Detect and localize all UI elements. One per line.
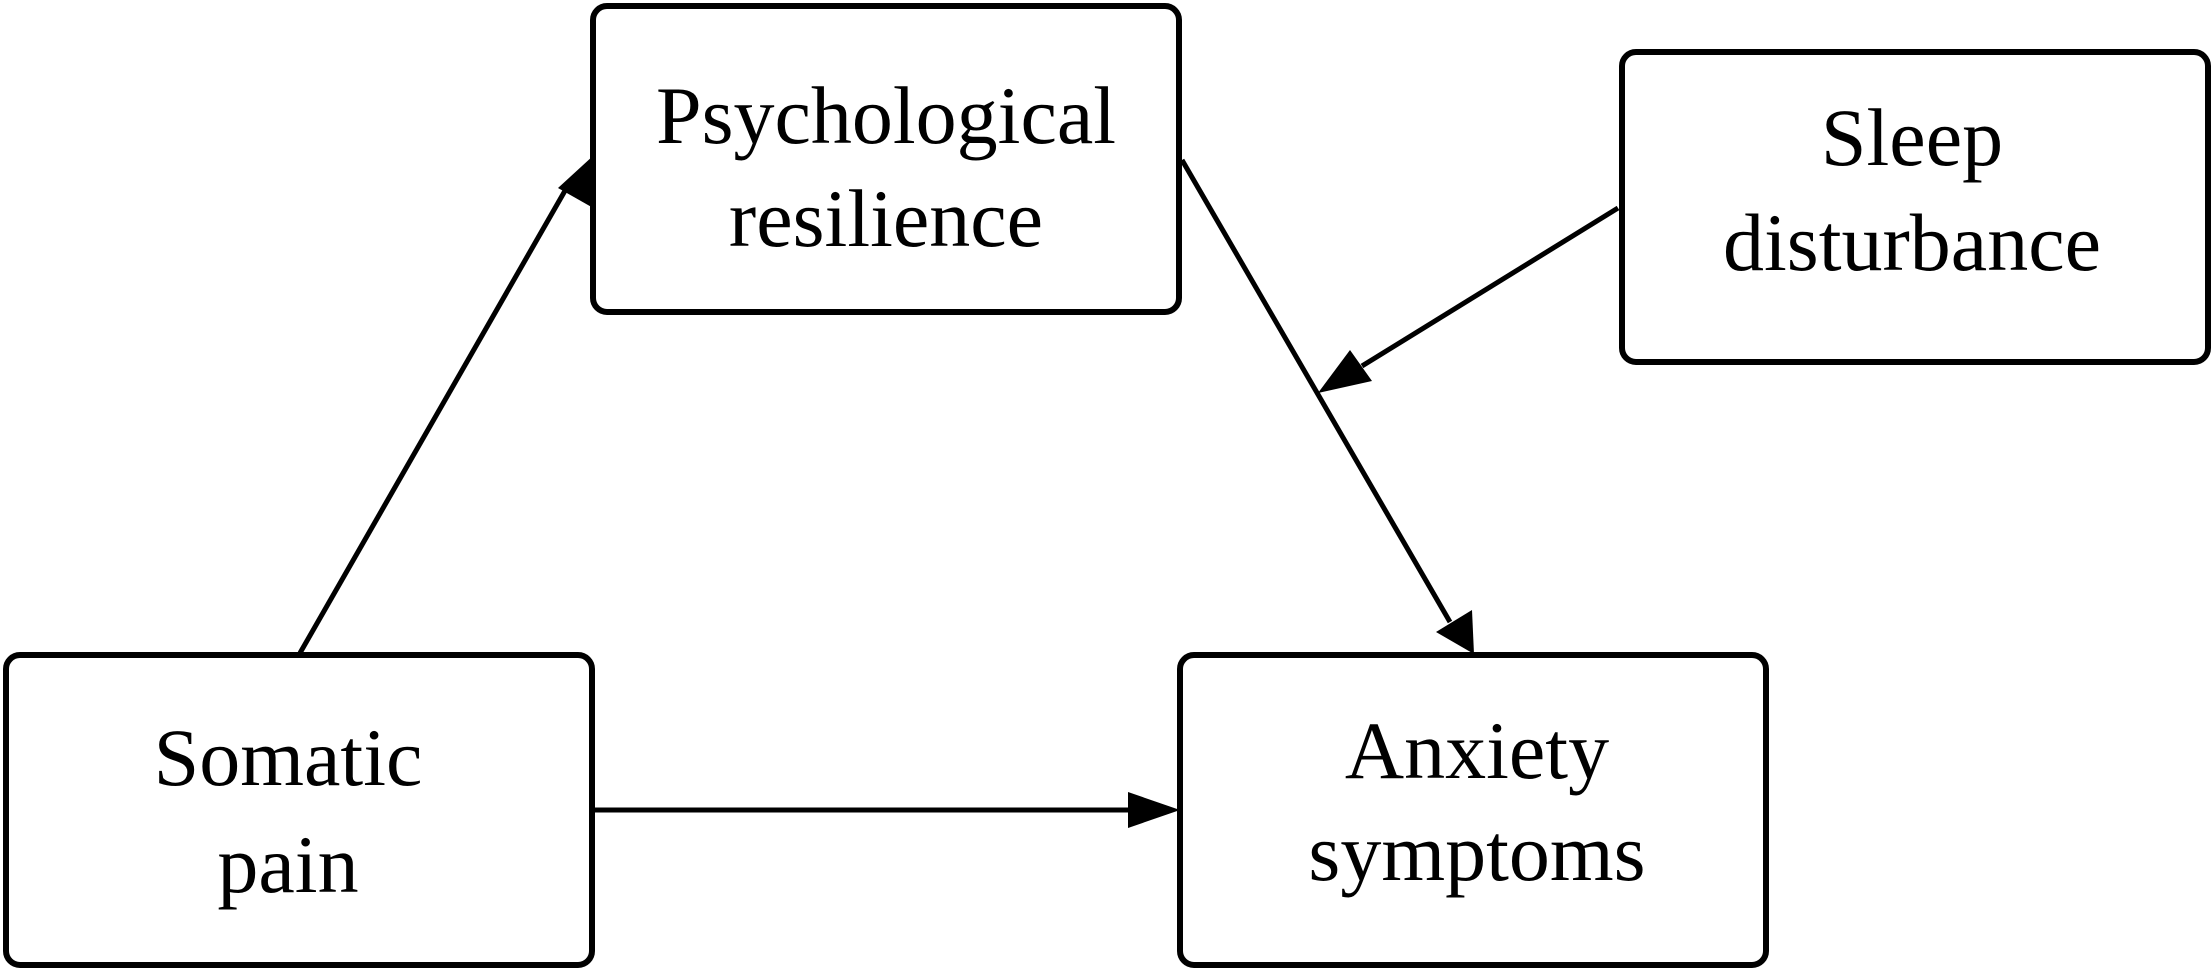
node-sleep-disturbance: Sleep disturbance	[1619, 49, 2211, 365]
edge-somatic-to-resilience	[297, 180, 573, 655]
arrowhead-sleep-to-path	[1318, 350, 1372, 393]
node-psychological-resilience: Psychological resilience	[590, 3, 1182, 315]
arrowhead-somatic-to-resilience	[558, 155, 595, 209]
node-anxiety-symptoms: Anxiety symptoms	[1177, 652, 1769, 968]
edge-resilience-to-anxiety	[1179, 158, 1453, 624]
node-label-line1: Sleep	[1821, 92, 2003, 183]
node-box	[590, 3, 1182, 315]
node-label-line2: resilience	[729, 173, 1043, 264]
node-label-line2: pain	[217, 819, 358, 910]
arrowhead-resilience-to-anxiety	[1436, 610, 1474, 654]
node-box	[1177, 652, 1769, 968]
node-box	[3, 652, 595, 968]
node-box	[1619, 49, 2211, 365]
node-label-line1: Somatic	[154, 712, 423, 803]
node-somatic-pain: Somatic pain	[3, 652, 595, 968]
edge-sleep-to-path	[1360, 205, 1620, 369]
node-label-line2: disturbance	[1723, 197, 2101, 288]
node-label-line1: Psychological	[656, 70, 1116, 161]
arrowhead-somatic-to-anxiety	[1128, 792, 1180, 828]
node-label-line2: symptoms	[1308, 807, 1645, 898]
node-label-line1: Anxiety	[1345, 705, 1609, 796]
